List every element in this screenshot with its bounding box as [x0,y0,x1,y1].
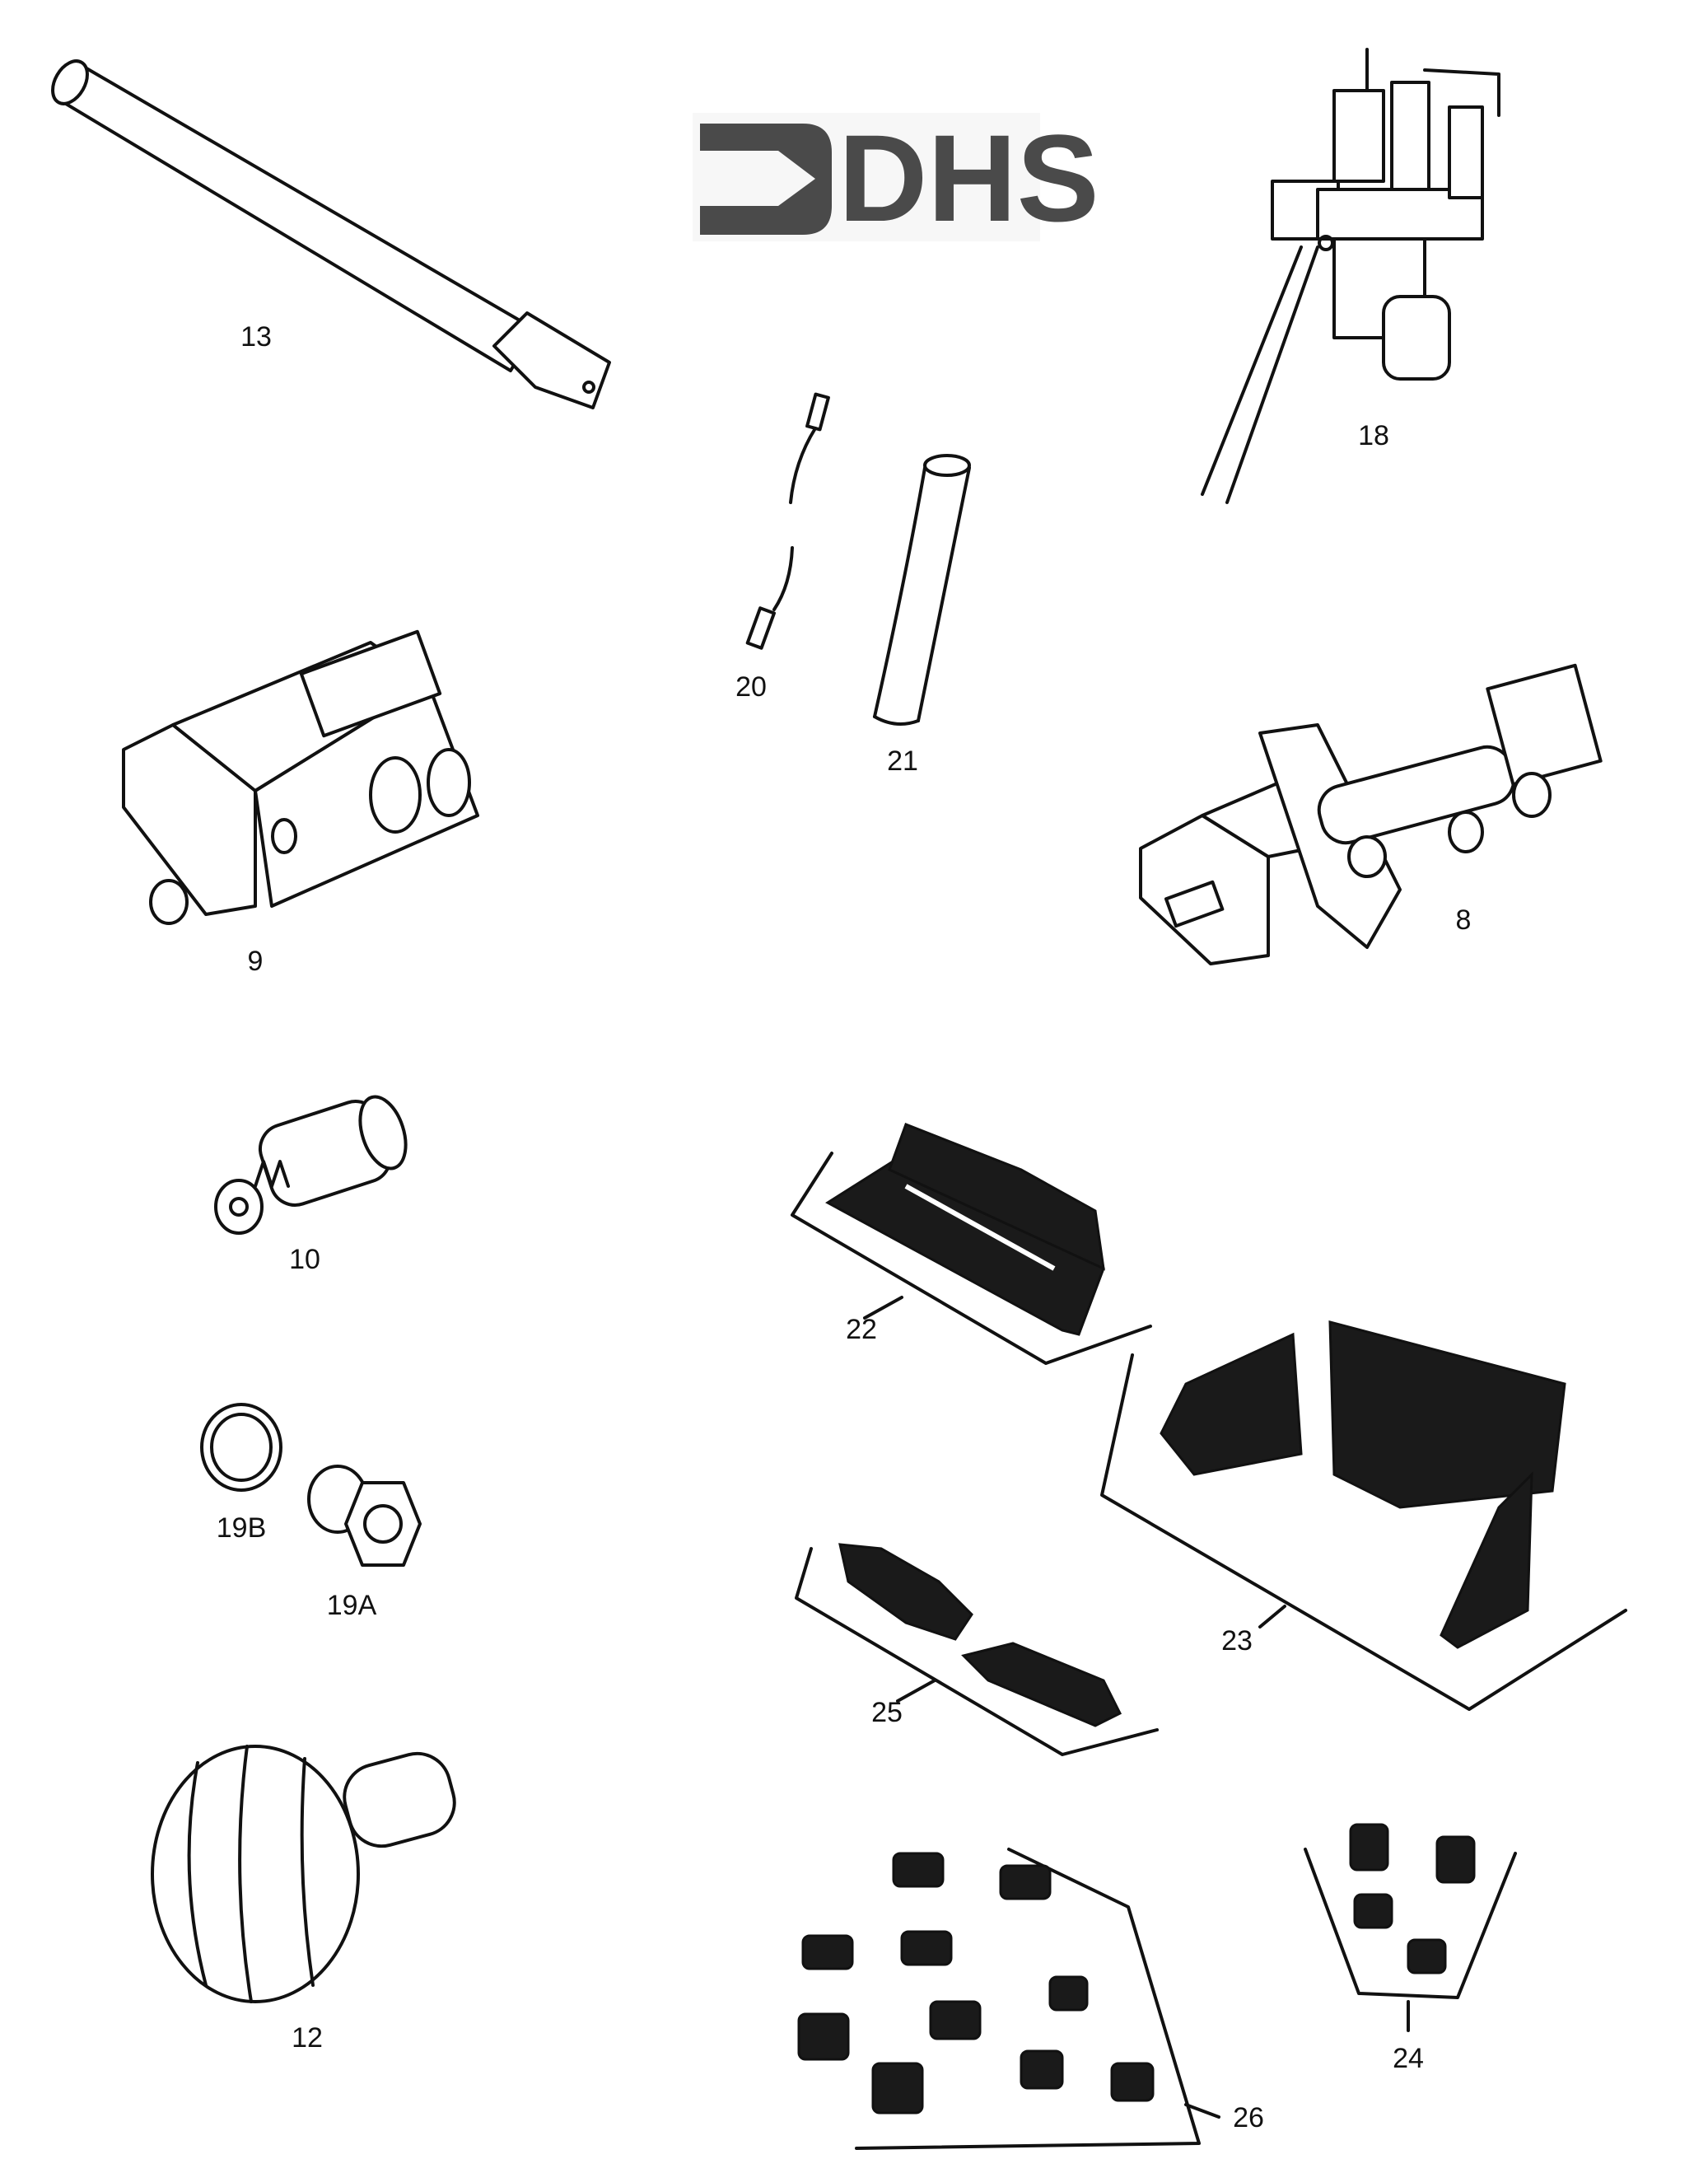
part-21-hose [873,454,971,726]
label-20: 20 [735,671,767,703]
label-21: 21 [887,745,918,777]
label-23: 23 [1221,1625,1253,1657]
label-10: 10 [289,1244,320,1275]
part-18-pilot-assembly [1201,48,1500,504]
label-9: 9 [248,946,264,977]
part-8-gas-valve [1139,663,1603,965]
part-20-thermocouple-lead [745,392,830,650]
part-24-coal-pieces [1304,1823,1517,2032]
label-19a: 19A [327,1590,377,1621]
label-25: 25 [871,1697,903,1728]
label-22: 22 [846,1314,877,1345]
dhs-logo: DHS [693,109,1099,247]
part-12-control-knob [151,1745,456,2003]
part-26-coal-pieces [797,1848,1220,2150]
logo-arrow-icon [700,124,832,235]
part-13-burner-tube [51,59,611,409]
logo-text: DHS [838,109,1099,247]
part-23-fire-panels [1100,1320,1627,1711]
part-25-ember-pieces [795,1543,1159,1756]
label-8: 8 [1456,904,1472,936]
label-24: 24 [1393,2043,1424,2074]
label-19b: 19B [217,1512,267,1544]
part-10-magnet-unit [214,1095,408,1235]
part-9-control-valve [122,629,479,925]
part-19b-sealing-ring [200,1403,282,1492]
label-12: 12 [292,2022,323,2054]
part-19a-plug [307,1465,422,1567]
label-26: 26 [1233,2102,1264,2133]
part-22-log-set [791,1123,1152,1365]
label-18: 18 [1358,420,1389,451]
label-13: 13 [240,321,272,353]
